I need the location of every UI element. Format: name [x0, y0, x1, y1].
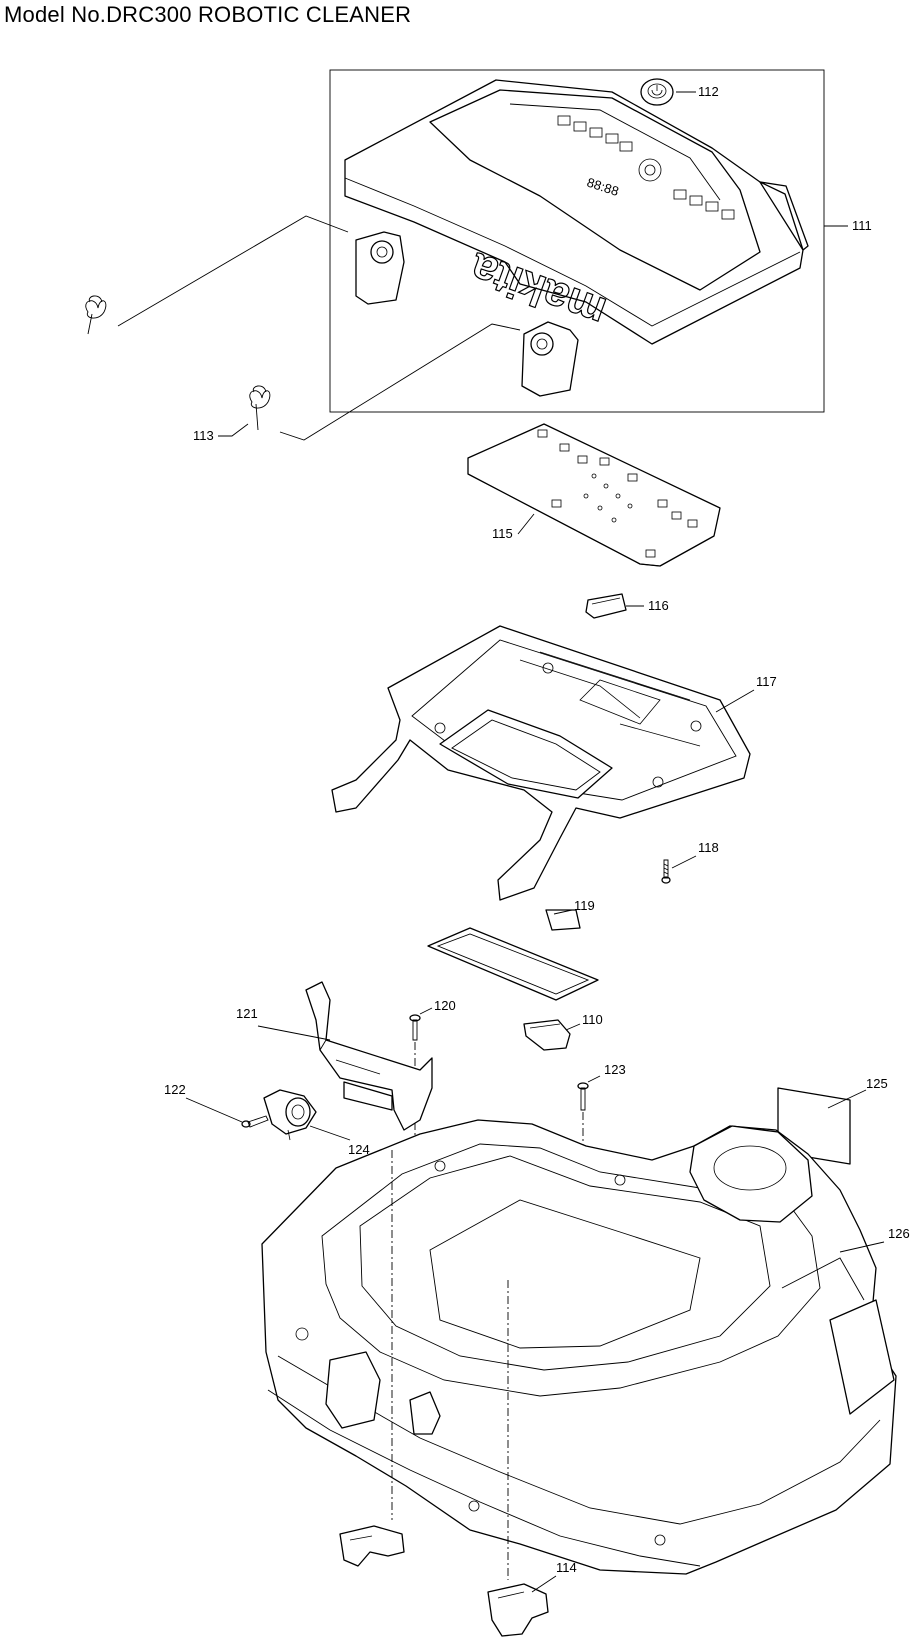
callout-111: 111	[852, 218, 872, 233]
callout-118: 118	[698, 840, 719, 855]
callout-110: 110	[582, 1012, 603, 1027]
diagram-title: Model No.DRC300 ROBOTIC CLEANER	[4, 2, 412, 27]
buzzer[interactable]	[263, 1089, 317, 1141]
cover-assembly-frame	[329, 69, 825, 413]
callout-120: 120	[434, 998, 456, 1013]
callout-124: 124	[348, 1142, 370, 1157]
callout-116: 116	[648, 598, 669, 613]
torsion-spring-lower[interactable]	[249, 385, 271, 431]
top-cover[interactable]: 88:88 makita	[344, 79, 809, 397]
callout-117: 117	[756, 674, 777, 689]
frame-ribs	[434, 651, 702, 788]
screw-118[interactable]	[661, 859, 671, 884]
callout-119: 119	[574, 898, 595, 913]
lower-housing[interactable]	[261, 1119, 897, 1575]
control-circuit-board[interactable]	[467, 423, 721, 567]
callout-115: 115	[492, 526, 513, 541]
callout-123: 123	[604, 1062, 626, 1077]
display-window-gasket[interactable]	[427, 909, 599, 1001]
release-lever[interactable]	[523, 1019, 571, 1051]
screw-120[interactable]	[409, 1014, 421, 1380]
screw-122[interactable]	[241, 1115, 269, 1128]
power-button-cap[interactable]	[640, 78, 674, 106]
callout-114: 114	[556, 1560, 577, 1575]
pcb-components	[537, 429, 698, 558]
callout-122: 122	[164, 1082, 186, 1097]
lever-lower-right[interactable]	[487, 1583, 549, 1637]
callout-125: 125	[866, 1076, 888, 1091]
lever-lower-left[interactable]	[339, 1525, 405, 1567]
callout-126: 126	[888, 1226, 910, 1241]
torsion-spring-upper[interactable]	[85, 295, 107, 335]
callout-112: 112	[698, 84, 719, 99]
inner-housing-frame[interactable]	[331, 625, 751, 901]
callout-121: 121	[236, 1006, 258, 1021]
switch-lever[interactable]	[585, 593, 627, 619]
mounting-bracket[interactable]	[305, 981, 433, 1131]
callout-113: 113	[193, 428, 214, 443]
control-panel-buttons	[557, 115, 735, 220]
